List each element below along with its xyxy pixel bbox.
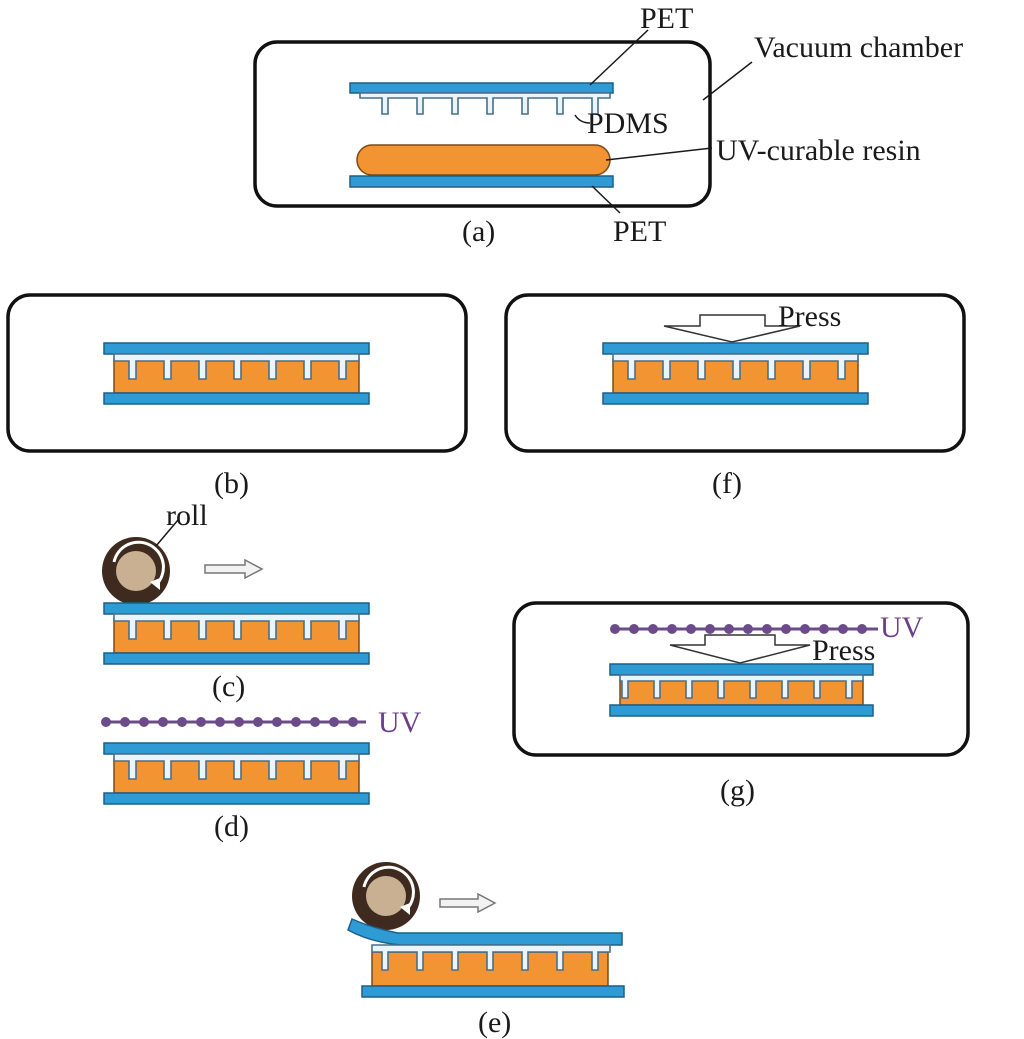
label-uv-g: UV <box>880 611 924 644</box>
label-pet-top: PET <box>640 2 693 35</box>
pdms-mold-e <box>371 944 611 971</box>
press-arrow-icon-g <box>669 634 811 664</box>
label-uv-curable-resin: UV-curable resin <box>716 134 921 167</box>
vacuum-chamber-box <box>253 40 712 208</box>
rotation-arrow-icon-e <box>362 865 415 912</box>
panel-g: UV Press (g) <box>512 601 970 807</box>
caption-d: (d) <box>214 810 249 843</box>
panel-b: (b) <box>6 293 468 500</box>
panel-d: UV (d) <box>101 706 422 843</box>
label-roll: roll <box>166 499 208 532</box>
label-uv-d: UV <box>378 706 422 739</box>
label-press-f: Press <box>778 300 841 333</box>
caption-b: (b) <box>214 467 249 500</box>
caption-f: (f) <box>712 467 742 500</box>
vacuum-chamber-box-f <box>504 293 966 453</box>
layer-stack-b <box>103 342 370 405</box>
roller-icon-e <box>352 862 420 930</box>
panel-e: (e) <box>347 862 625 1039</box>
label-pet-bottom: PET <box>613 215 666 248</box>
label-vacuum-chamber: Vacuum chamber <box>754 31 963 64</box>
vacuum-chamber-box-b <box>6 293 468 453</box>
direction-arrow-icon-e <box>439 892 497 914</box>
roller-icon <box>102 537 170 605</box>
caption-a: (a) <box>462 215 495 248</box>
caption-e: (e) <box>478 1006 511 1039</box>
panel-c: roll (c) <box>102 499 370 703</box>
caption-g: (g) <box>720 774 755 807</box>
uv-light-row-d <box>101 717 366 727</box>
layer-stack-g <box>609 663 874 717</box>
direction-arrow-icon <box>204 558 264 580</box>
uv-light-row-g <box>610 624 878 634</box>
layer-stack-d <box>103 742 370 805</box>
panel-a: PET Vacuum chamber PDMS UV-curable resin… <box>253 2 963 248</box>
pet-bottom-layer <box>349 175 614 188</box>
pet-bottom-layer-e <box>361 985 625 998</box>
vacuum-chamber-box-g <box>512 601 970 757</box>
panel-f: Press (f) <box>504 293 966 500</box>
rotation-arrow-icon <box>112 540 165 587</box>
uv-curable-resin-layer <box>356 144 611 176</box>
peeling-pet-layer <box>347 917 623 946</box>
label-press-g: Press <box>812 634 875 667</box>
press-arrow-icon <box>663 314 801 343</box>
layer-stack-c <box>103 602 370 665</box>
pet-top-layer <box>349 82 614 94</box>
layer-stack-f <box>602 342 869 405</box>
pdms-mold <box>359 92 611 115</box>
caption-c: (c) <box>212 670 245 703</box>
label-pdms: PDMS <box>587 107 669 140</box>
